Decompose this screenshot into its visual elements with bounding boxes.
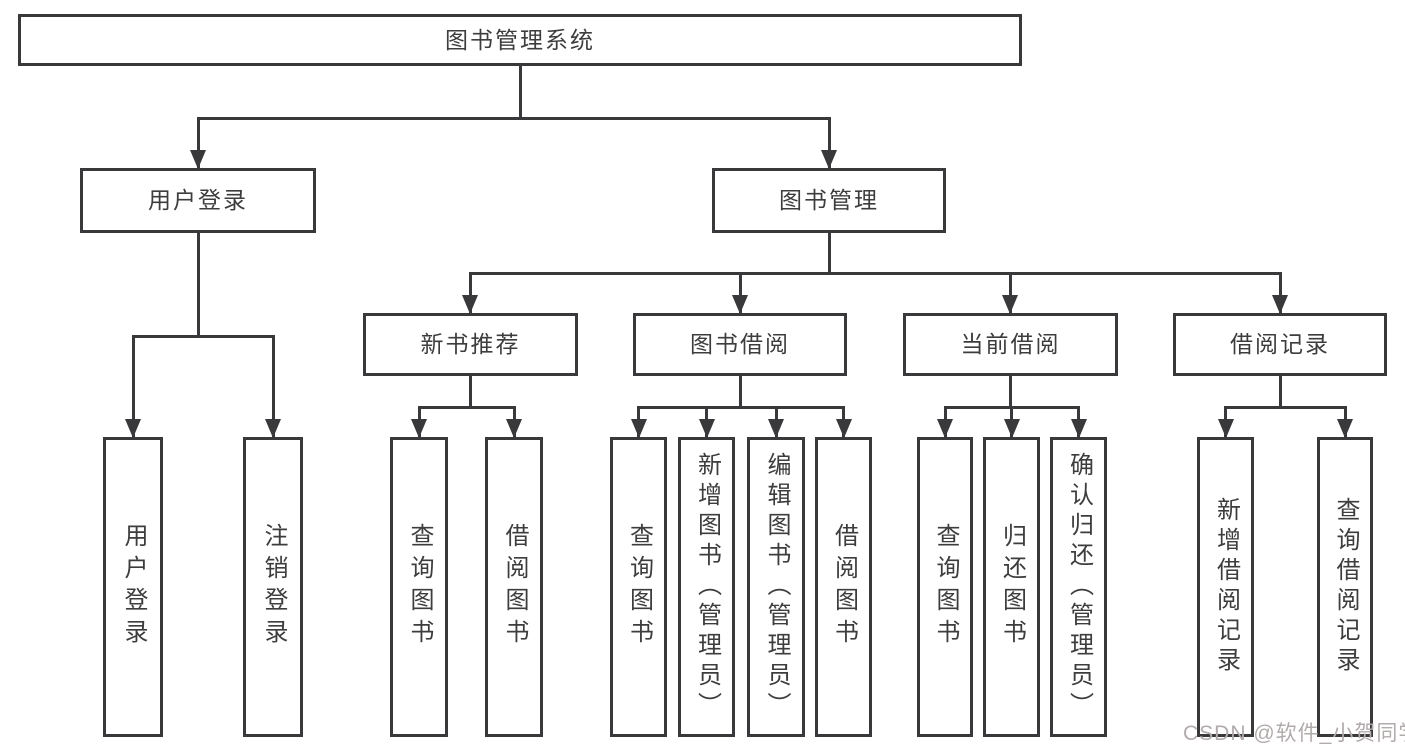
connector-line — [196, 117, 200, 168]
connector-line — [197, 117, 831, 120]
connector-line — [827, 117, 831, 168]
connector-line — [131, 335, 135, 437]
connector-line — [738, 272, 742, 313]
leaf-borrow-books-recommend-label: 借阅图书 — [501, 523, 528, 651]
arrowhead-down-icon — [1217, 419, 1234, 438]
leaf-confirm-return-admin-label: 确认归还（管理员） — [1065, 452, 1093, 722]
leaf-add-book-admin: 新增图书（管理员） — [678, 437, 735, 737]
node-new-book-recommend: 新书推荐 — [363, 313, 578, 376]
connector-line — [637, 406, 845, 409]
arrowhead-down-icon — [732, 295, 748, 314]
connector-line — [131, 335, 275, 338]
connector-line — [468, 272, 472, 313]
connector-line — [943, 406, 1080, 409]
leaf-add-borrow-record: 新增借阅记录 — [1197, 437, 1254, 737]
leaf-borrow-books-label: 借阅图书 — [830, 523, 858, 651]
leaf-user-login: 用户登录 — [103, 437, 163, 737]
node-book-borrow-label: 图书借阅 — [690, 331, 790, 357]
connector-line — [827, 233, 831, 273]
connector-line — [518, 66, 522, 120]
arrowhead-down-icon — [937, 419, 953, 438]
arrowhead-down-icon — [125, 419, 141, 438]
leaf-add-borrow-record-label: 新增借阅记录 — [1212, 497, 1240, 677]
leaf-return-books: 归还图书 — [983, 437, 1040, 737]
leaf-query-borrow-record: 查询借阅记录 — [1317, 437, 1373, 737]
connector-line — [1278, 376, 1282, 407]
connector-line — [271, 335, 275, 437]
arrowhead-down-icon — [698, 419, 715, 438]
leaf-query-books-borrow-label: 查询图书 — [625, 523, 653, 651]
arrowhead-down-icon — [835, 419, 852, 438]
node-user-login: 用户登录 — [80, 168, 316, 233]
arrowhead-down-icon — [821, 150, 837, 169]
arrowhead-down-icon — [1337, 419, 1353, 438]
leaf-query-books-current: 查询图书 — [917, 437, 973, 737]
leaf-add-book-admin-label: 新增图书（管理员） — [693, 452, 721, 722]
arrowhead-down-icon — [1003, 419, 1020, 438]
connector-line — [196, 233, 200, 336]
node-root: 图书管理系统 — [18, 14, 1022, 66]
node-current-borrow-label: 当前借阅 — [960, 331, 1061, 357]
connector-line — [1278, 272, 1282, 313]
leaf-query-borrow-record-label: 查询借阅记录 — [1332, 497, 1359, 677]
leaf-borrow-books: 借阅图书 — [815, 437, 872, 737]
leaf-return-books-label: 归还图书 — [998, 523, 1026, 651]
leaf-edit-book-admin: 编辑图书（管理员） — [747, 437, 805, 737]
connector-line — [468, 272, 1282, 275]
arrowhead-down-icon — [190, 150, 206, 169]
connector-line — [1008, 272, 1012, 313]
node-borrow-records: 借阅记录 — [1173, 313, 1387, 376]
watermark: CSDN @软件_小贺同学 — [1183, 722, 1405, 745]
leaf-user-login-label: 用户登录 — [120, 523, 147, 651]
node-current-borrow: 当前借阅 — [903, 313, 1118, 376]
connector-line — [468, 376, 472, 407]
node-book-management-label: 图书管理 — [779, 187, 879, 213]
node-borrow-records-label: 借阅记录 — [1230, 331, 1330, 357]
connector-line — [1008, 376, 1012, 407]
leaf-query-books-current-label: 查询图书 — [932, 523, 959, 651]
arrowhead-down-icon — [265, 419, 281, 438]
arrowhead-down-icon — [1002, 295, 1018, 314]
node-user-login-label: 用户登录 — [148, 187, 248, 213]
leaf-edit-book-admin-label: 编辑图书（管理员） — [763, 452, 790, 722]
arrowhead-down-icon — [506, 419, 522, 438]
connector-line — [417, 406, 516, 409]
leaf-logout-login-label: 注销登录 — [260, 523, 287, 651]
arrowhead-down-icon — [630, 419, 647, 438]
arrowhead-down-icon — [411, 419, 427, 438]
arrowhead-down-icon — [1070, 419, 1087, 438]
leaf-query-books-borrow: 查询图书 — [610, 437, 667, 737]
connector-line — [738, 376, 742, 407]
node-book-borrow: 图书借阅 — [633, 313, 847, 376]
arrowhead-down-icon — [1272, 295, 1288, 314]
leaf-logout-login: 注销登录 — [243, 437, 303, 737]
node-book-management: 图书管理 — [712, 168, 946, 233]
node-root-label: 图书管理系统 — [445, 26, 595, 53]
arrowhead-down-icon — [768, 419, 784, 438]
node-new-book-recommend-label: 新书推荐 — [420, 331, 521, 357]
arrowhead-down-icon — [462, 295, 478, 314]
leaf-borrow-books-recommend: 借阅图书 — [485, 437, 543, 737]
leaf-query-books-recommend: 查询图书 — [390, 437, 448, 737]
leaf-confirm-return-admin: 确认归还（管理员） — [1050, 437, 1107, 737]
leaf-query-books-recommend-label: 查询图书 — [406, 523, 433, 651]
connector-line — [1224, 406, 1347, 409]
